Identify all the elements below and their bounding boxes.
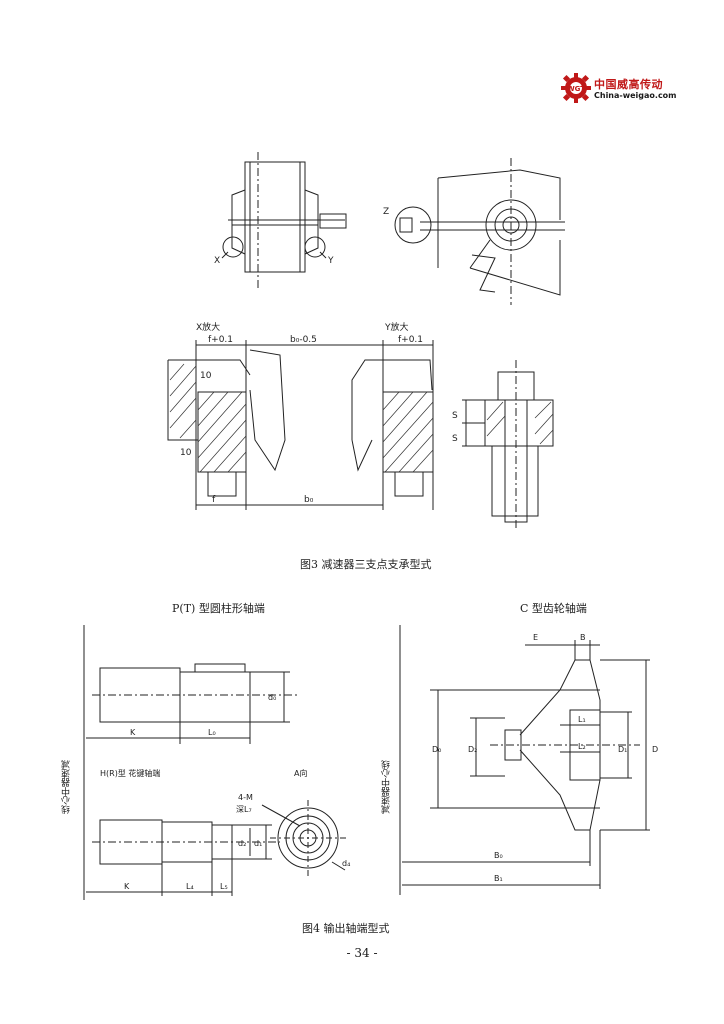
label-l2: L₂ <box>578 742 586 751</box>
label-k-bottom: K <box>124 882 130 891</box>
label-l0: L₀ <box>208 728 216 737</box>
logo-badge-text: WGT <box>567 85 585 93</box>
label-f-fit: f <box>212 495 216 505</box>
label-l5: L₅ <box>220 882 228 891</box>
label-d4: d₄ <box>342 859 350 868</box>
gear-logo-icon: WGT <box>561 73 591 103</box>
label-l1: L₁ <box>578 715 586 724</box>
label-b0: B₀ <box>494 851 503 860</box>
label-b-tol: b₀-0.5 <box>290 335 317 345</box>
reducer-body <box>244 161 306 273</box>
cylindrical-shaft-end <box>179 671 251 723</box>
label-d2-cap: D₂ <box>468 745 477 754</box>
label-ten-top: 10 <box>200 371 212 381</box>
output-flange <box>485 199 537 251</box>
label-f-tol-left: f+0.1 <box>208 335 233 345</box>
label-d0: d₀ <box>268 693 276 702</box>
label-d-cap: D <box>652 745 658 754</box>
figure-4-caption: 图4 输出轴端型式 <box>302 922 390 935</box>
label-s-top: S <box>452 411 458 421</box>
label-b-fit: b₀ <box>304 495 314 505</box>
label-e: E <box>533 633 538 642</box>
label-d1: d₁ <box>254 839 262 848</box>
support-y-circle <box>304 236 326 258</box>
label-deep: 深L₇ <box>236 805 252 814</box>
label-spline: H(R)型 花键轴端 <box>100 768 160 778</box>
label-z: Z <box>383 207 389 217</box>
figure-4-left-title: P(T) 型圆柱形轴端 <box>172 602 265 615</box>
company-name: 中国威高传动 <box>594 78 663 91</box>
support-z-circle <box>394 206 432 244</box>
figure-4-right-title: C 型齿轮轴端 <box>520 602 587 615</box>
label-d1-cap: D₁ <box>618 745 627 754</box>
label-4m: 4-M <box>238 793 253 802</box>
label-b: B <box>580 633 586 642</box>
label-y-zoom: Y放大 <box>384 321 409 333</box>
page-number: - 34 - <box>346 946 378 960</box>
label-x: X <box>214 256 220 266</box>
left-axis-label: 线心中器速减 <box>62 760 72 814</box>
label-b1: B₁ <box>494 874 503 883</box>
label-a-dir: A向 <box>294 768 307 778</box>
label-k-top: K <box>130 728 136 737</box>
support-x-circle <box>222 236 244 258</box>
label-d2: d₂ <box>238 839 246 848</box>
figure-3-caption: 图3 减速器三支点支承型式 <box>300 558 432 571</box>
label-f-tol-right: f+0.1 <box>398 335 423 345</box>
a-view-circle <box>277 807 339 869</box>
label-y: Y <box>327 256 334 266</box>
label-l4: L₄ <box>186 882 194 891</box>
label-x-zoom: X放大 <box>196 321 220 333</box>
right-axis-label: 减速器中心线 <box>382 760 392 814</box>
company-logo: WGT 中国威高传动 China-weigao.com <box>560 70 680 110</box>
label-ten-bottom: 10 <box>180 448 192 458</box>
company-website: China-weigao.com <box>594 91 677 100</box>
label-s-bottom: S <box>452 434 458 444</box>
label-d0-cap: D₀ <box>432 745 441 754</box>
